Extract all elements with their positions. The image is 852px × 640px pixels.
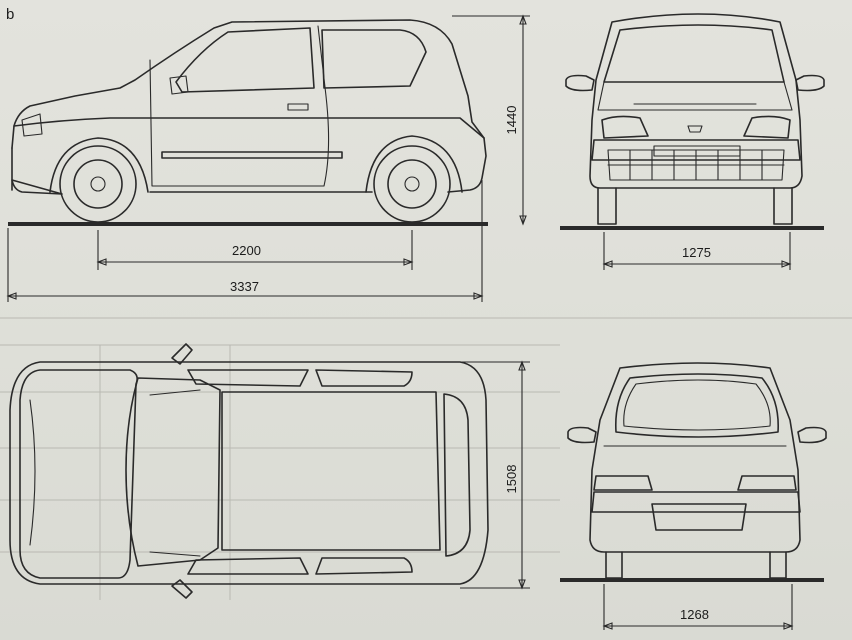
show-through-background [0,317,852,600]
front-right-tyre [773,187,793,225]
front-track-label: 1275 [682,245,711,260]
rear-number-plate [651,503,747,531]
side-front-wheel-arch [49,137,149,193]
side-mirror [169,75,189,95]
front-badge [687,125,703,133]
top-rear-window [443,393,471,557]
side-front-hub [90,176,106,192]
side-dimension-lines [6,14,530,302]
panel-label: b [6,6,15,23]
side-front-tyre [59,145,137,223]
rear-right-lamp [737,475,797,491]
overall-width-label: 1508 [504,464,519,494]
front-body-outline [589,13,803,189]
rear-dimension-lines [602,584,794,630]
rear-right-mirror [797,426,827,444]
front-bonnet-line [597,81,793,111]
side-door-handle [287,103,309,111]
rear-window [614,373,779,438]
top-roof [221,391,441,551]
front-windscreen [603,24,785,83]
front-number-plate [653,145,741,157]
rear-right-tyre [769,551,787,579]
side-front-fascia [11,117,485,191]
side-rear-window [321,29,427,89]
side-door-line [149,25,330,187]
side-headlamp [21,113,43,137]
top-left-side-window-front [187,369,309,387]
top-windscreen [125,377,221,567]
top-body-outline [9,361,489,585]
front-left-mirror [565,74,595,92]
rear-bumper [591,491,801,513]
side-rear-wheel-arch [365,135,463,193]
wheelbase-label: 2200 [232,243,261,258]
side-rear-tyre [373,145,451,223]
side-view [6,14,530,302]
rear-track-label: 1268 [680,607,709,622]
front-grille [607,149,785,181]
top-left-mirror [171,343,193,365]
side-rear-rim [387,159,437,209]
top-dimension-lines [460,360,530,590]
top-right-side-window-front [187,557,309,575]
side-rear-hub [404,176,420,192]
rear-left-mirror [567,426,597,444]
top-left-side-window-rear [315,369,413,387]
front-view [560,13,825,270]
rear-body-outline [589,362,801,553]
front-dimension-lines [602,232,792,270]
top-bonnet-crease [29,389,201,557]
rear-left-lamp [593,475,653,491]
front-left-headlamp [601,115,649,139]
front-right-mirror [795,74,825,92]
overall-length-label: 3337 [230,279,259,294]
side-body-crease [161,151,343,159]
overall-height-label: 1440 [504,105,519,135]
rear-left-tyre [605,551,623,579]
front-right-headlamp [743,115,791,139]
top-bonnet [19,369,138,579]
top-view [9,343,530,599]
rear-view [560,362,827,630]
front-left-tyre [597,187,617,225]
side-front-window [175,27,315,93]
front-bumper [591,139,801,161]
top-right-side-window-rear [315,557,413,575]
side-body-outline [11,19,487,195]
top-right-mirror [171,579,193,599]
side-front-rim [73,159,123,209]
rear-window-inner [623,379,771,431]
